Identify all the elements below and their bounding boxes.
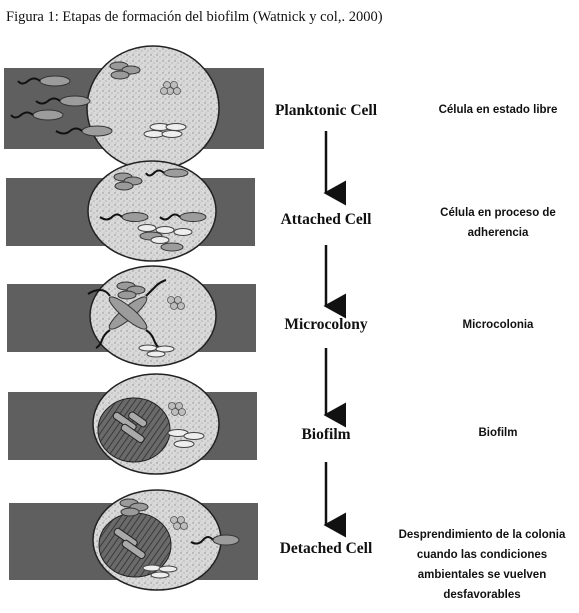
stage-5-illustration: [9, 489, 258, 591]
stage-1-illustration: [4, 45, 264, 171]
stage-label-attached: Attached Cell: [280, 211, 372, 228]
stage-label-microcolony: Microcolony: [284, 316, 368, 333]
flat-cells: [119, 498, 149, 517]
description-line: desfavorables: [443, 589, 521, 601]
cell-circle: [87, 160, 217, 262]
microcolony-cross: [108, 296, 148, 330]
flagella: [10, 77, 83, 135]
small-cluster: [170, 516, 188, 530]
rod-cells: [142, 564, 178, 579]
stage-4-illustration: [8, 373, 257, 475]
flagellum: [190, 536, 214, 545]
description-planktonic: Célula en estado libre: [418, 100, 578, 120]
small-cluster: [167, 296, 185, 310]
stage-2-illustration: [6, 160, 255, 262]
description-line: ambientales se vuelven: [417, 569, 547, 581]
description-line: Célula en proceso de: [440, 207, 556, 219]
flat-cells: [113, 172, 143, 191]
description-line: Biofilm: [478, 427, 518, 439]
stage-label-biofilm: Biofilm: [301, 426, 351, 443]
description-line: Desprendimiento de la colonia: [398, 529, 566, 541]
rod-cells: [143, 123, 187, 138]
description-line: cuando las condiciones: [416, 549, 548, 561]
description-line: Célula en estado libre: [438, 104, 558, 116]
cell-circle: [89, 265, 217, 367]
flagella: [99, 169, 181, 221]
flat-cells: [109, 61, 141, 80]
stage-label-planktonic: Planktonic Cell: [274, 102, 378, 119]
rod-cells: [137, 224, 193, 244]
description-line: adherencia: [467, 227, 529, 239]
description-microcolony: Microcolonia: [418, 315, 578, 335]
rod-cells: [167, 429, 205, 448]
description-line: Microcolonia: [462, 319, 534, 331]
description-biofilm: Biofilm: [418, 423, 578, 443]
stage-3-illustration: [7, 265, 256, 367]
flat-cells: [116, 281, 146, 300]
small-cluster: [168, 402, 186, 416]
cell-circle: [86, 45, 220, 171]
description-attached: Célula en proceso de adherencia: [418, 203, 578, 243]
stage-label-detached: Detached Cell: [279, 540, 373, 557]
figure-caption: Figura 1: Etapas de formación del biofil…: [6, 9, 383, 25]
small-cluster: [160, 81, 181, 95]
embedded-rods: [113, 527, 146, 560]
detached-bacterium: [212, 534, 240, 546]
description-detached: Desprendimiento de la colonia cuando las…: [386, 525, 578, 605]
embedded-rods: [112, 411, 148, 444]
rod-cells: [138, 344, 175, 358]
